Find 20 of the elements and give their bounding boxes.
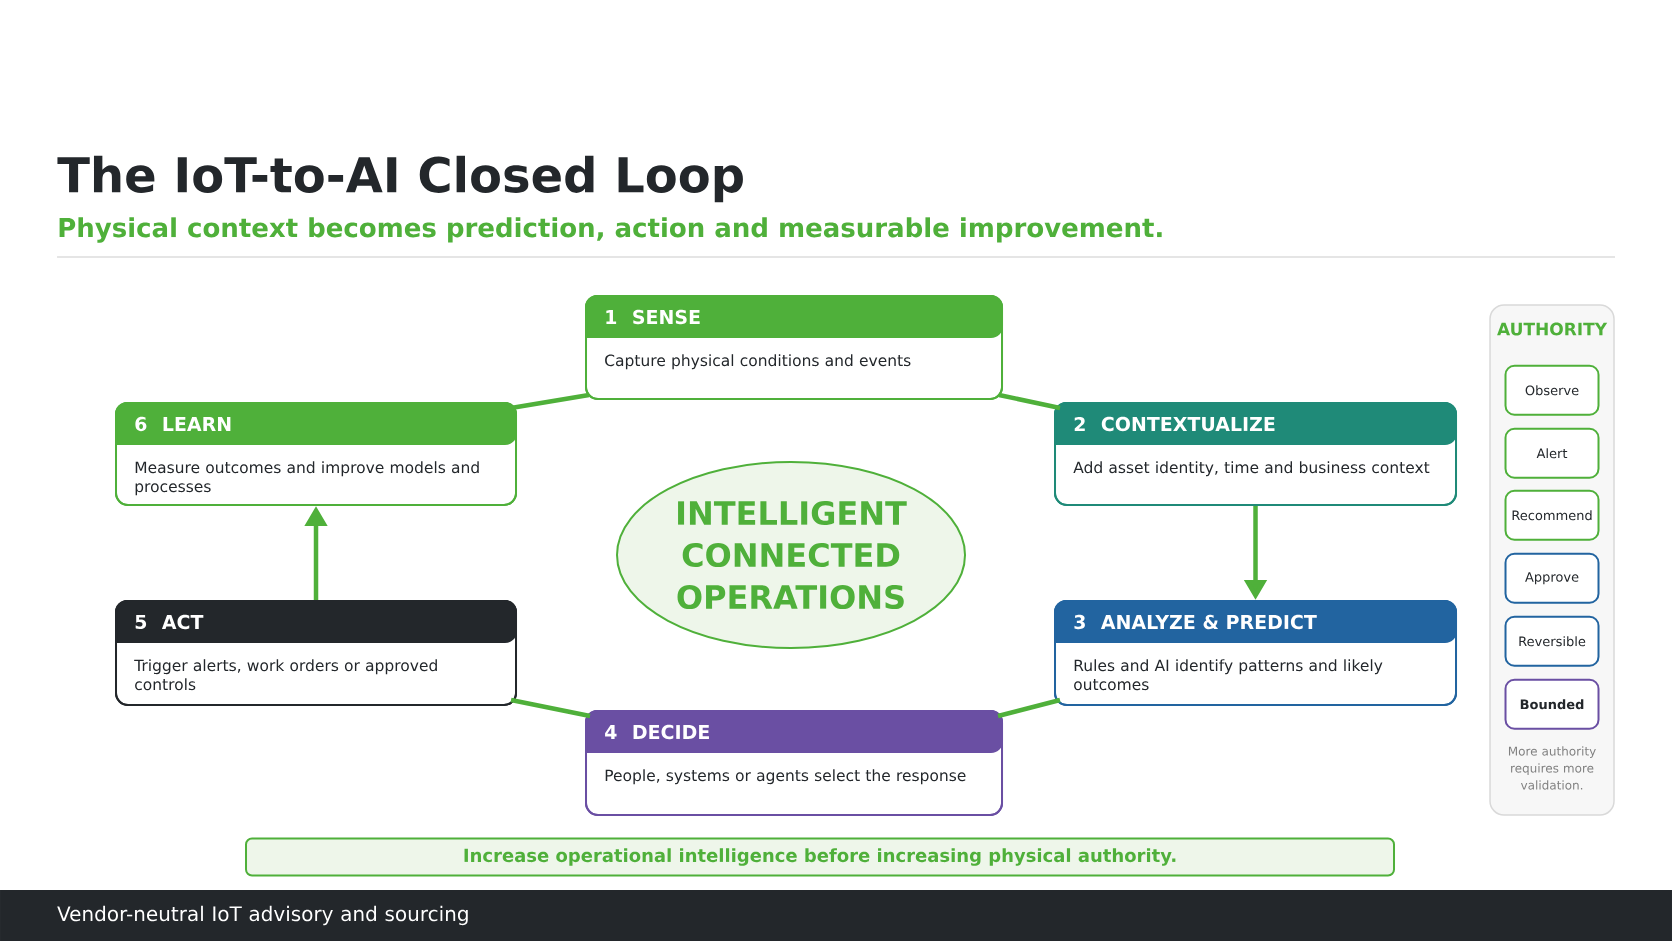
step-card: 6 LEARN Measure outcomes and improve models and processes	[115, 402, 517, 506]
footer-bar: Vendor-neutral IoT advisory and sourcing	[0, 890, 1672, 941]
connector	[998, 392, 1061, 411]
level-box: Approve	[1504, 552, 1600, 604]
step-card: 3 ANALYZE & PREDICT Rules and AI identify patterns and likely outcomes	[1054, 600, 1457, 706]
message-banner: Increase operational intelligence before increasing physical authority.	[245, 837, 1395, 877]
level-box: Observe	[1504, 364, 1600, 416]
connector	[510, 392, 590, 411]
level-box: Reversible	[1504, 615, 1600, 667]
level-box: Bounded	[1504, 678, 1600, 730]
step-card: 1 SENSE Capture physical conditions and events	[585, 295, 1003, 400]
step-card: 5 ACT Trigger alerts, work orders or approved controls	[115, 600, 517, 706]
step-card: 4 DECIDE People, systems or agents select the response	[585, 710, 1003, 816]
connector	[997, 697, 1061, 719]
level-box: Recommend	[1504, 489, 1600, 541]
title: The IoT-to-AI Closed Loop	[57, 155, 743, 203]
level-box: Alert	[1504, 427, 1600, 479]
step-card: 2 CONTEXTUALIZE Add asset identity, time and business context	[1054, 402, 1457, 506]
subtitle: Physical context becomes prediction, action and measurable improvement.	[59, 217, 1162, 243]
connector	[510, 697, 591, 719]
